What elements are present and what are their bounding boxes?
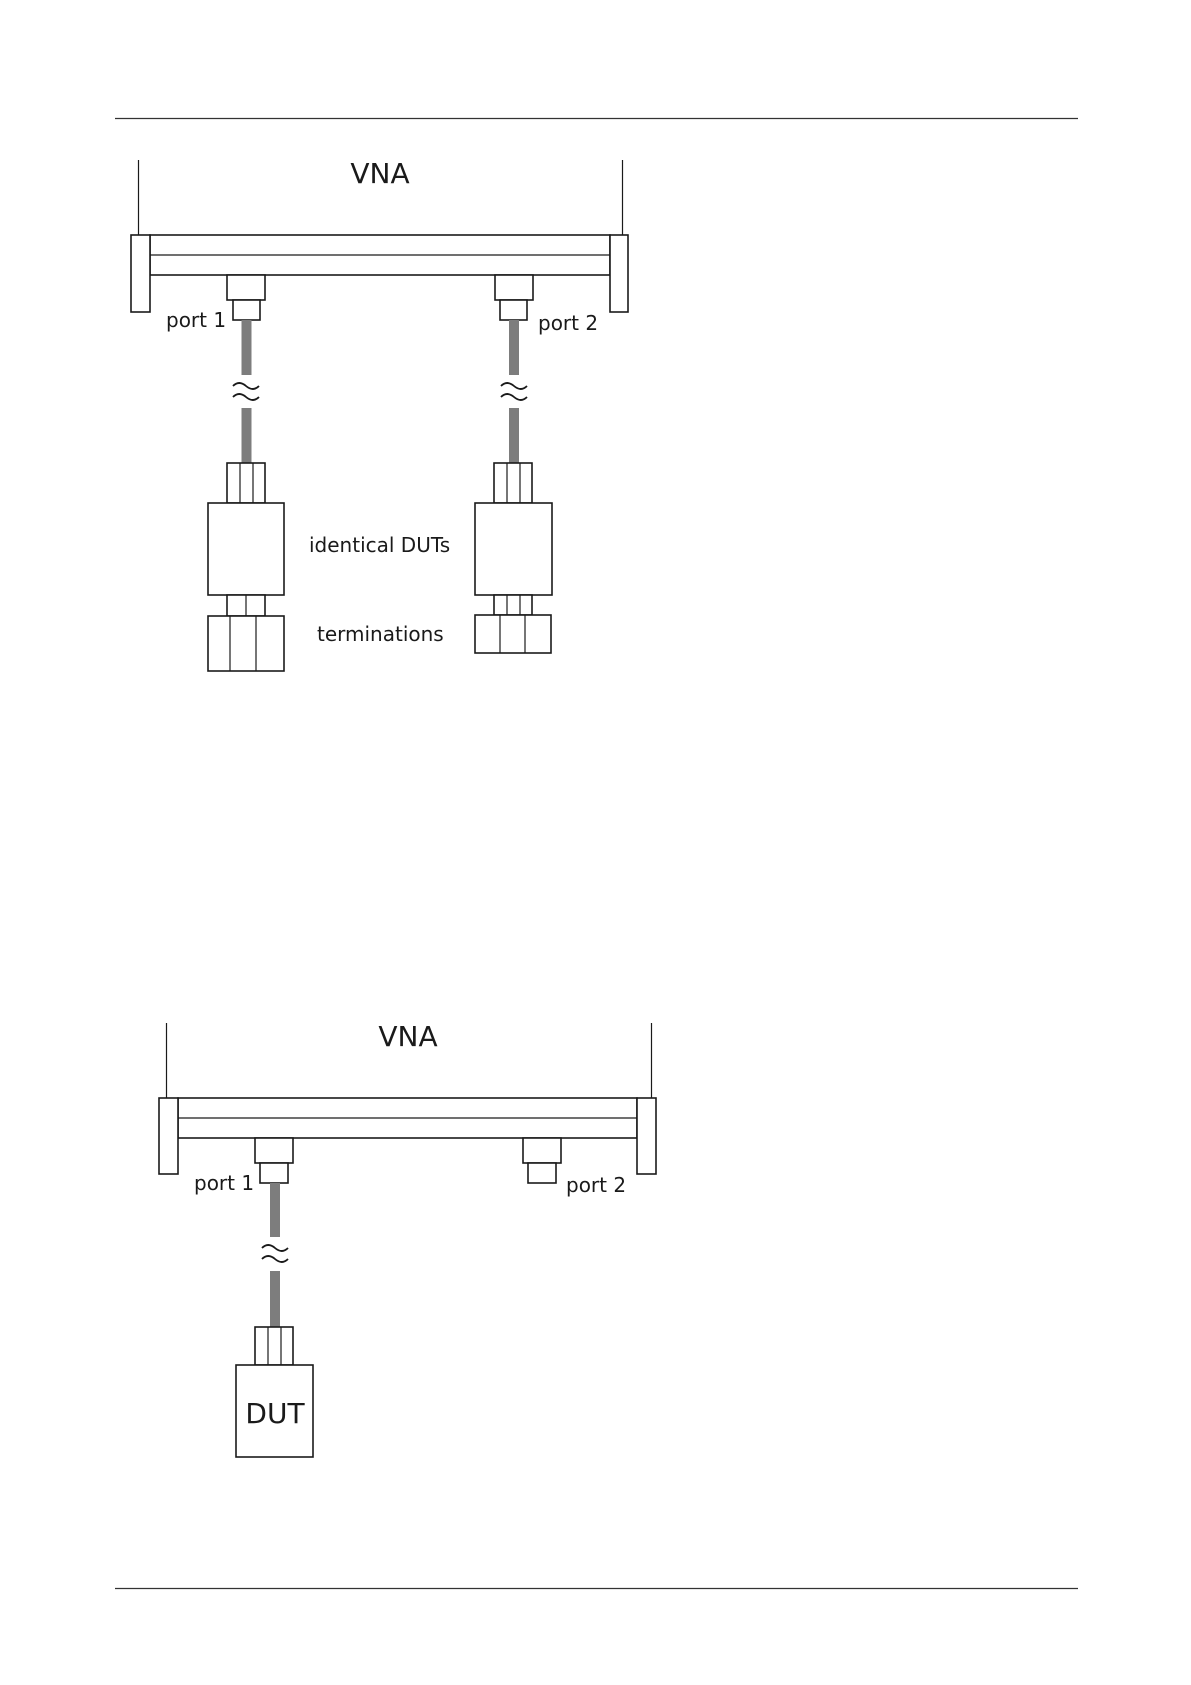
port-1-label: port 1	[194, 1171, 254, 1195]
dut-left	[208, 463, 284, 616]
diagram-two-port-setup: VNA port 1 port 2	[131, 157, 628, 671]
port-2-label: port 2	[566, 1173, 626, 1197]
port-1-label: port 1	[166, 308, 226, 332]
vna-right-foot	[637, 1098, 656, 1174]
vna-left-foot	[159, 1098, 178, 1174]
vna-instrument: VNA	[131, 157, 628, 312]
port-2-label: port 2	[538, 311, 598, 335]
vna-right-foot	[610, 235, 628, 312]
diagram-one-port-setup: VNA port 1 port 2 DUT	[159, 1020, 656, 1457]
termination-right	[475, 615, 551, 653]
vna-left-foot	[131, 235, 150, 312]
dut-right	[475, 463, 552, 615]
wavy-break-icon	[501, 383, 527, 400]
dut-single: DUT	[236, 1327, 313, 1457]
terminations-label: terminations	[317, 622, 444, 646]
vna-label: VNA	[378, 1020, 437, 1053]
vna-label: VNA	[350, 157, 409, 190]
wavy-break-icon	[262, 1245, 288, 1262]
port-2-connector: port 2	[495, 275, 598, 463]
identical-duts-label: identical DUTs	[309, 533, 450, 557]
dut-label: DUT	[245, 1397, 305, 1430]
wavy-break-icon	[233, 383, 259, 400]
termination-left	[208, 616, 284, 671]
vna-instrument: VNA	[159, 1020, 656, 1174]
port-2-connector: port 2	[523, 1138, 626, 1197]
port-1-connector: port 1	[194, 1138, 293, 1327]
port-1-connector: port 1	[166, 275, 265, 463]
